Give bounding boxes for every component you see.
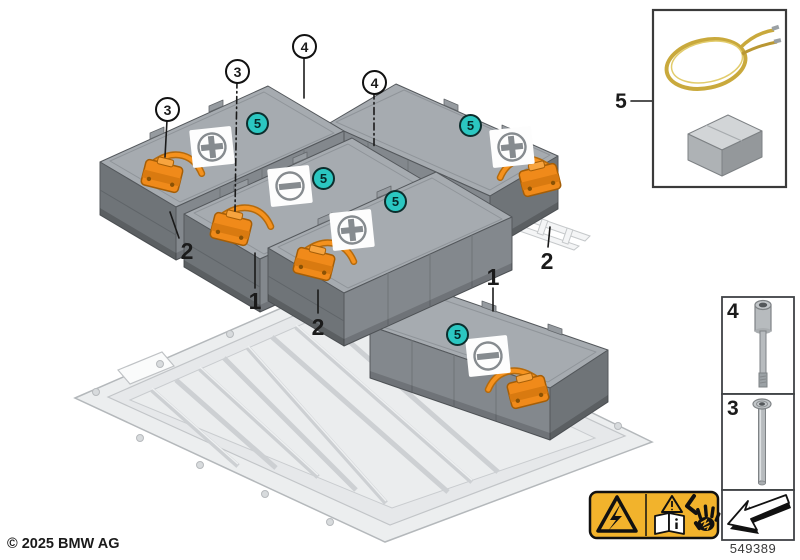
warning-label (588, 490, 721, 540)
label-1-right[interactable]: 1 (486, 263, 500, 290)
kit-box[interactable] (651, 8, 788, 189)
badge-5-module-right[interactable]: 5 (459, 114, 482, 137)
label-5-kit[interactable]: 5 (615, 89, 627, 113)
callout-4-middle[interactable]: 4 (362, 70, 387, 95)
callout-4-top[interactable]: 4 (292, 34, 317, 59)
hv-connector-icon (209, 204, 275, 247)
read-manual-warning-icon (654, 495, 685, 535)
label-2-right[interactable]: 2 (540, 247, 554, 274)
screw-icon (754, 299, 772, 388)
cable-loop-icon (664, 24, 782, 91)
shock-hazard-warning-icon (685, 494, 721, 531)
minus-terminal-icon (465, 335, 511, 377)
badge-5-module-tray[interactable]: 5 (446, 323, 469, 346)
screw-box-4[interactable] (721, 296, 795, 395)
callout-3-middle[interactable]: 3 (225, 59, 250, 84)
badge-5-module-middle[interactable]: 5 (312, 167, 335, 190)
box-number-4[interactable]: 4 (727, 300, 739, 323)
direction-arrow-icon (727, 494, 791, 534)
badge-5-module-front[interactable]: 5 (384, 190, 407, 213)
plus-terminal-icon (329, 209, 375, 251)
label-2-middle[interactable]: 2 (311, 313, 325, 340)
tray-rib-highlights (151, 324, 473, 502)
box-number-3[interactable]: 3 (727, 397, 739, 420)
screw-icon (752, 398, 772, 486)
block-icon (687, 114, 763, 177)
leader-lines (164, 55, 653, 314)
plus-terminal-icon (189, 126, 235, 168)
badge-5-module-left[interactable]: 5 (246, 112, 269, 135)
minus-terminal-icon (267, 165, 313, 207)
screw-box-3[interactable] (721, 393, 795, 491)
copyright-notice: © 2025 BMW AG (7, 536, 120, 552)
label-2-left[interactable]: 2 (180, 237, 194, 264)
label-1-left[interactable]: 1 (248, 287, 262, 314)
battery-tray (73, 249, 654, 543)
high-voltage-warning-icon (596, 495, 638, 533)
diagram-number: 549389 (729, 541, 777, 556)
direction-arrow-box (721, 489, 795, 541)
plus-terminal-icon (489, 126, 535, 168)
callout-3-left[interactable]: 3 (155, 97, 180, 122)
hv-connector-icon (140, 151, 206, 194)
